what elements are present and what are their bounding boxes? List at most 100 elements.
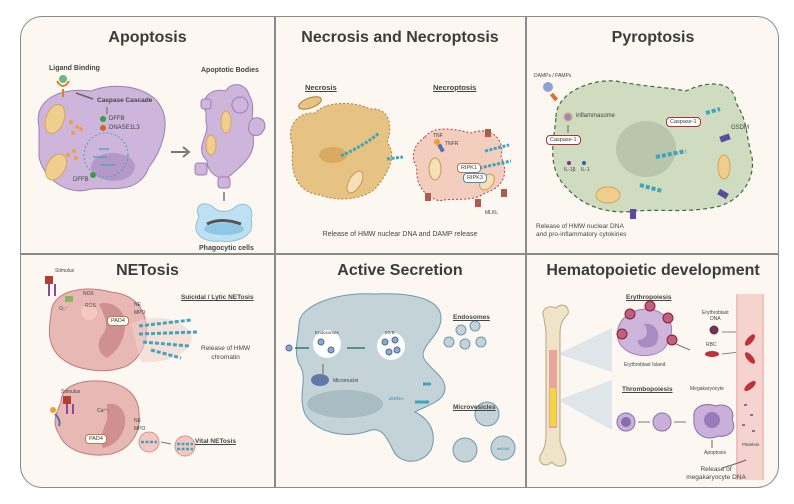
zoom-cone [558, 328, 612, 372]
apoptotic-body [231, 96, 249, 114]
label-il1: IL-1 [581, 167, 590, 173]
promegakaryocyte [652, 412, 672, 432]
caption-line: chromatin [211, 354, 240, 361]
hematopoietic-illustration [539, 294, 764, 480]
nuclear-envelope [83, 132, 129, 178]
pyroptosis-illustration [543, 80, 754, 219]
dffb-enzyme [90, 172, 96, 178]
zoom-cone [558, 380, 612, 430]
dna-strand [655, 149, 687, 159]
figure-frame: Apoptosis [20, 16, 779, 488]
mitochondrion [44, 104, 66, 134]
dna-strand [484, 143, 510, 153]
dna-strand [474, 159, 512, 171]
label-ne: NE [134, 418, 141, 424]
receptor [549, 92, 559, 102]
panel-netosis: NETosis Stimulus NOX O₂⁻ [21, 254, 274, 487]
panel-apoptosis: Apoptosis [21, 17, 274, 253]
secretion-illustration [285, 293, 516, 463]
inflammasome [563, 112, 573, 122]
ligand [59, 75, 67, 83]
apoptotic-body [247, 117, 266, 137]
erythroblast-dna [709, 325, 719, 335]
cytochrome-dots [66, 120, 83, 160]
apoptosis-illustration [37, 75, 266, 242]
label-endosomes-released: Endosomes [453, 314, 490, 321]
net-cloud [131, 318, 192, 363]
dnase1l3-enzyme [100, 125, 106, 131]
ripk1-box: RIPK1 [457, 163, 481, 173]
label-suicidal-netosis: Suicidal / Lytic NETosis [181, 294, 254, 301]
net-chromatin [138, 318, 198, 360]
arrow [160, 441, 172, 445]
label-erythropoiesis: Erythropoiesis [626, 294, 672, 301]
yellow-marrow [550, 388, 556, 426]
label-mlkl: MLKL [485, 210, 499, 216]
pad4-box: PAD4 [85, 434, 107, 444]
apoptotic-body [194, 162, 208, 176]
label-inflammasome: inflammasome [576, 113, 616, 119]
label-tnf: TNF [433, 133, 443, 139]
panel-title: Active Secretion [337, 262, 463, 279]
dna-fragments [93, 148, 115, 166]
apoptotic-body [200, 98, 212, 110]
il1b-dot [567, 161, 571, 165]
label-ne: NE [134, 302, 141, 308]
panel-divider [274, 17, 276, 487]
receptor [56, 80, 70, 97]
label-vital-netosis: Vital NETosis [195, 438, 236, 445]
label-stimulus: Stimulus [55, 268, 75, 274]
label-necrosis: Necrosis [305, 83, 337, 92]
label-megakaryocyte: Megakaryocyte [690, 386, 724, 392]
dna-strand [386, 155, 404, 161]
label-micronuclei: Micronuclei [333, 378, 359, 384]
panel-pyroptosis: Pyroptosis DAMPs / PAMPs inflammasome Ca… [526, 17, 778, 253]
panel-title: NETosis [116, 262, 179, 279]
caption-line: Release of HMW [201, 345, 251, 352]
dna-strand [639, 183, 663, 193]
label-erythroblast-dna: Erythroblast DNA [702, 310, 729, 322]
caption-line: and pro-inflammatory cytokines [536, 231, 627, 238]
exosome-endosomes [443, 320, 487, 350]
label-ligand-binding: Ligand Binding [49, 65, 100, 72]
label-dnase1l3: DNASE1L3 [109, 125, 140, 131]
netosis-release-text: Release of HMW chromatin [201, 344, 250, 362]
ripk3-box: RIPK3 [463, 173, 487, 183]
label-nox: NOX [83, 291, 94, 297]
damps-ligand [543, 82, 553, 92]
arrow [75, 92, 94, 100]
label-il1b: IL-1β [564, 167, 576, 173]
micronuclei [311, 374, 329, 386]
label-o2: O₂⁻ [59, 306, 68, 312]
il1-dot [582, 161, 586, 165]
label-dsdna: dsDNA [497, 446, 510, 451]
label-line: Erythroblast [702, 310, 729, 316]
dna-strand [705, 107, 721, 115]
label-dffb: DFFB [109, 116, 125, 122]
panel-title: Hematopoietic development [546, 262, 760, 279]
pyroptosis-caption: Release of HMW nuclear DNA and pro-infla… [536, 223, 626, 239]
netosis-illustration [45, 276, 198, 457]
receptor [66, 404, 74, 414]
label-mpo: MPO [134, 310, 146, 316]
label-necroptosis: Necroptosis [433, 83, 477, 92]
panel-active-secretion: Active Secretion Endosomes MVB Micronucl… [275, 254, 525, 487]
nox [65, 296, 73, 302]
dffb-enzyme [100, 116, 106, 122]
necrosis-caption: Release of HMW nuclear DNA and DAMP rele… [322, 231, 478, 238]
panel-divider [525, 17, 527, 487]
dna-strand [340, 131, 380, 158]
receptor [48, 284, 56, 296]
nucleus [91, 153, 135, 181]
platelets [742, 404, 755, 432]
label-mpo: MPO [134, 426, 146, 432]
panel-necrosis-necroptosis: Necrosis and Necroptosis Necrosis Necrop… [275, 17, 525, 253]
panel-divider [21, 253, 778, 255]
tnf-ligand [434, 139, 440, 145]
label-stimulus: Stimulus [61, 389, 81, 395]
panel-title: Necrosis and Necroptosis [301, 29, 499, 46]
label-ros: ROS [85, 303, 96, 309]
stimulus [63, 396, 71, 404]
vesicle [174, 435, 196, 457]
label-thrombopoiesis: Thrombopoiesis [622, 386, 673, 393]
